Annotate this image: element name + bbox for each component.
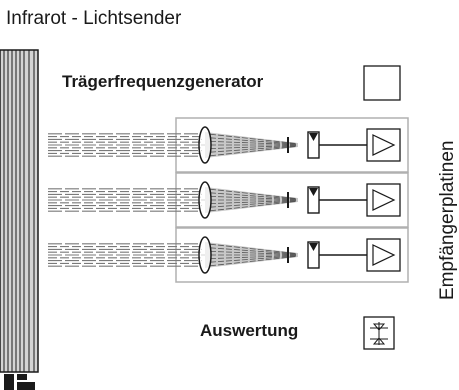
lens (198, 181, 212, 219)
ir-beam (48, 242, 298, 268)
carrier-generator-box (363, 65, 401, 101)
lens (198, 126, 212, 164)
emitter-column (0, 49, 39, 373)
photodiode (307, 186, 320, 214)
channel-3 (48, 227, 409, 283)
channel-1 (48, 117, 409, 173)
ir-beam (48, 187, 298, 213)
diagram-title: Infrarot - Lichtsender (6, 8, 182, 29)
carrier-generator-label: Trägerfrequenzgenerator (62, 72, 264, 91)
ir-beam (48, 132, 298, 158)
amplifier (366, 183, 401, 217)
corner-mark (4, 374, 35, 390)
receiver-boards-label: Empfängerplatinen (437, 140, 458, 301)
evaluation-box (363, 316, 395, 350)
photodiode (307, 131, 320, 159)
channel-2 (48, 172, 409, 228)
receiver-channels (48, 117, 409, 283)
lens (198, 236, 212, 274)
photodiode (307, 241, 320, 269)
evaluation-label: Auswertung (200, 321, 299, 340)
amplifier (366, 238, 401, 272)
amplifier (366, 128, 401, 162)
